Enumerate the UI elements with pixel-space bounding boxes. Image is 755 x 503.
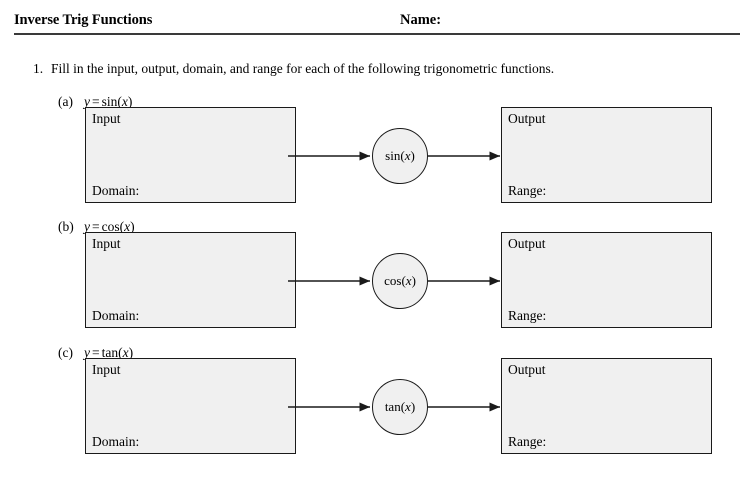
- output-box[interactable]: Output Range:: [501, 107, 712, 203]
- name-field-label: Name:: [400, 12, 442, 28]
- equation-paren-close: ): [128, 345, 134, 360]
- problem-statement: 1. Fill in the input, output, domain, an…: [33, 61, 733, 81]
- equation-paren-close: ): [130, 219, 135, 234]
- function-paren-close: ): [411, 273, 416, 288]
- function-paren-open: (: [400, 148, 405, 163]
- range-label: Range:: [508, 308, 547, 323]
- equation-lhs: y: [84, 94, 90, 109]
- function-name: cos: [384, 273, 402, 288]
- input-box[interactable]: Input Domain:: [85, 232, 296, 328]
- equation-argument: x: [124, 219, 131, 234]
- function-argument: x: [405, 273, 412, 288]
- equation-paren-open: (: [117, 94, 122, 109]
- equation-paren-open: (: [118, 345, 123, 360]
- equation-lhs: y: [84, 219, 90, 234]
- function-name: sin: [385, 148, 401, 163]
- part-c-equation: y=tan(x): [84, 345, 133, 361]
- part-a: (a) y=sin(x) Input Domain: sin(x) Output…: [0, 94, 755, 214]
- part-a-diagram: Input Domain: sin(x) Output Range:: [0, 107, 755, 205]
- output-box[interactable]: Output Range:: [501, 358, 712, 454]
- function-name: tan: [384, 399, 401, 414]
- range-label: Range:: [508, 183, 547, 198]
- part-c-label: (c): [58, 345, 73, 360]
- output-label: Output: [508, 111, 546, 126]
- range-label: Range:: [508, 434, 547, 449]
- input-label: Input: [92, 362, 121, 377]
- equation-argument: x: [122, 345, 129, 360]
- flow-arrows: [288, 276, 500, 286]
- function-node[interactable]: sin(x): [372, 128, 428, 184]
- function-argument: x: [404, 148, 411, 163]
- equation-paren-close: ): [127, 94, 133, 109]
- equation-lhs: y: [84, 345, 90, 360]
- function-node[interactable]: cos(x): [372, 253, 428, 309]
- equation-argument: x: [121, 94, 128, 109]
- equation-function-name: sin: [101, 94, 118, 109]
- equation-function-name: cos: [101, 219, 120, 234]
- page-title: Inverse Trig Functions: [14, 12, 153, 28]
- function-paren-open: (: [400, 399, 406, 414]
- flow-arrows: [288, 402, 500, 412]
- part-b-diagram: Input Domain: cos(x) Output Range:: [0, 232, 755, 330]
- part-c: (c) y=tan(x) Input Domain: tan(x) Output…: [0, 345, 755, 465]
- domain-label: Domain:: [92, 308, 140, 323]
- input-box[interactable]: Input Domain:: [85, 358, 296, 454]
- output-box[interactable]: Output Range:: [501, 232, 712, 328]
- output-label: Output: [508, 362, 546, 377]
- equation-function-name: tan: [101, 345, 119, 360]
- input-label: Input: [92, 111, 121, 126]
- output-label: Output: [508, 236, 546, 251]
- function-paren-close: ): [410, 148, 415, 163]
- part-a-label: (a): [58, 94, 73, 109]
- flow-arrows: [288, 151, 500, 161]
- equation-paren-open: (: [119, 219, 125, 234]
- header-divider: [14, 33, 740, 35]
- domain-label: Domain:: [92, 434, 140, 449]
- function-node[interactable]: tan(x): [372, 379, 428, 435]
- function-paren-close: ): [410, 399, 416, 414]
- input-label: Input: [92, 236, 121, 251]
- worksheet-header: Inverse Trig Functions Name:: [14, 12, 740, 34]
- part-a-equation: y=sin(x): [84, 94, 132, 110]
- input-box[interactable]: Input Domain:: [85, 107, 296, 203]
- part-b: (b) y=cos(x) Input Domain: cos(x) Output…: [0, 219, 755, 339]
- equation-operator: =: [92, 345, 100, 360]
- part-b-label: (b): [58, 219, 74, 234]
- domain-label: Domain:: [92, 183, 140, 198]
- part-b-equation: y=cos(x): [84, 219, 135, 235]
- equation-operator: =: [92, 219, 100, 234]
- problem-number: 1.: [33, 61, 44, 76]
- equation-operator: =: [92, 94, 100, 109]
- problem-text: Fill in the input, output, domain, and r…: [51, 61, 555, 76]
- part-c-diagram: Input Domain: tan(x) Output Range:: [0, 358, 755, 456]
- function-argument: x: [405, 399, 411, 414]
- function-paren-open: (: [401, 273, 406, 288]
